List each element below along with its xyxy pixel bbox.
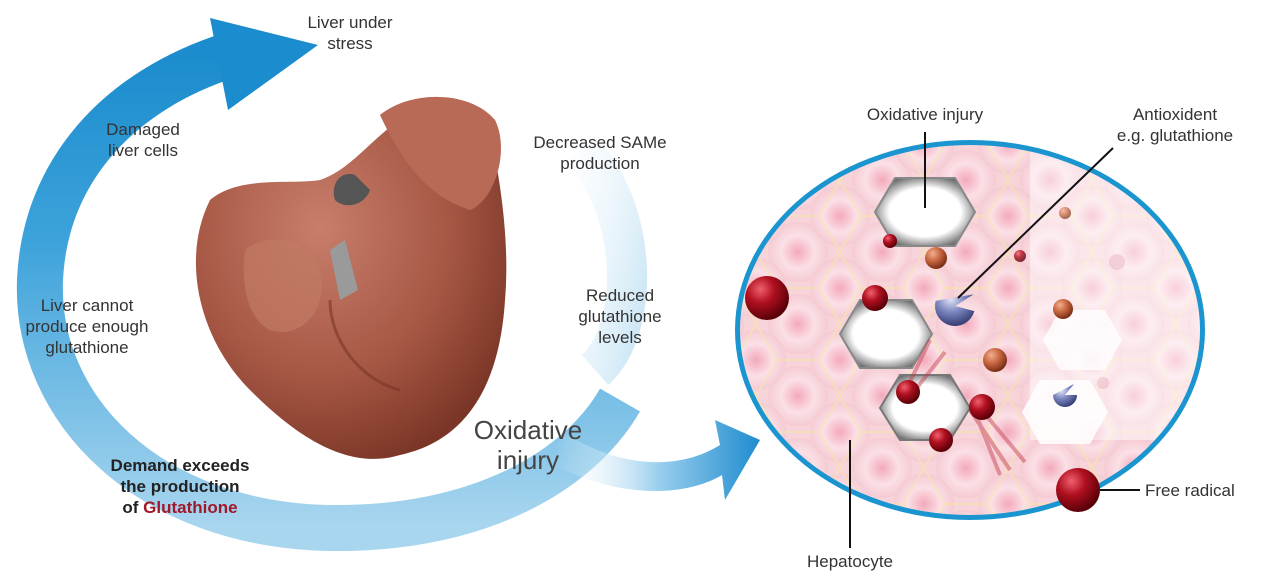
label-line: produce enough bbox=[12, 316, 162, 337]
label-line: liver cells bbox=[88, 140, 198, 161]
label-line: Liver under bbox=[300, 12, 400, 33]
label-line: Decreased SAMe bbox=[520, 132, 680, 153]
label-line: Damaged bbox=[88, 119, 198, 140]
label-line: Reduced bbox=[560, 285, 680, 306]
label-line: glutathione bbox=[12, 337, 162, 358]
label-line: Antioxident bbox=[1090, 104, 1260, 125]
label-line: stress bbox=[300, 33, 400, 54]
label-reduced-glutathione: Reduced glutathione levels bbox=[560, 285, 680, 348]
label-line: injury bbox=[458, 445, 598, 475]
label-demand-exceeds: Demand exceeds the production of Glutath… bbox=[90, 455, 270, 518]
label-decreased-same: Decreased SAMe production bbox=[520, 132, 680, 174]
cell-panel bbox=[730, 130, 1230, 530]
label-prefix: of bbox=[122, 498, 143, 517]
label-cell-oxidative-injury: Oxidative injury bbox=[835, 104, 1015, 125]
label-line: of Glutathione bbox=[90, 497, 270, 518]
label-line: Oxidative bbox=[458, 415, 598, 445]
label-line: the production bbox=[90, 476, 270, 497]
label-free-radical: Free radical bbox=[1145, 480, 1265, 501]
label-antioxidant: Antioxident e.g. glutathione bbox=[1090, 104, 1260, 146]
label-line: Demand exceeds bbox=[90, 455, 270, 476]
label-line: glutathione bbox=[560, 306, 680, 327]
label-line: levels bbox=[560, 327, 680, 348]
label-liver-under-stress: Liver under stress bbox=[300, 12, 400, 54]
label-line: Liver cannot bbox=[12, 295, 162, 316]
label-hepatocyte: Hepatocyte bbox=[790, 551, 910, 572]
label-cannot-produce: Liver cannot produce enough glutathione bbox=[12, 295, 162, 358]
label-line: production bbox=[520, 153, 680, 174]
label-oxidative-injury-center: Oxidative injury bbox=[458, 415, 598, 475]
glutathione-highlight: Glutathione bbox=[143, 498, 237, 517]
liver-illustration bbox=[196, 97, 506, 459]
label-damaged-cells: Damaged liver cells bbox=[88, 119, 198, 161]
label-line: e.g. glutathione bbox=[1090, 125, 1260, 146]
